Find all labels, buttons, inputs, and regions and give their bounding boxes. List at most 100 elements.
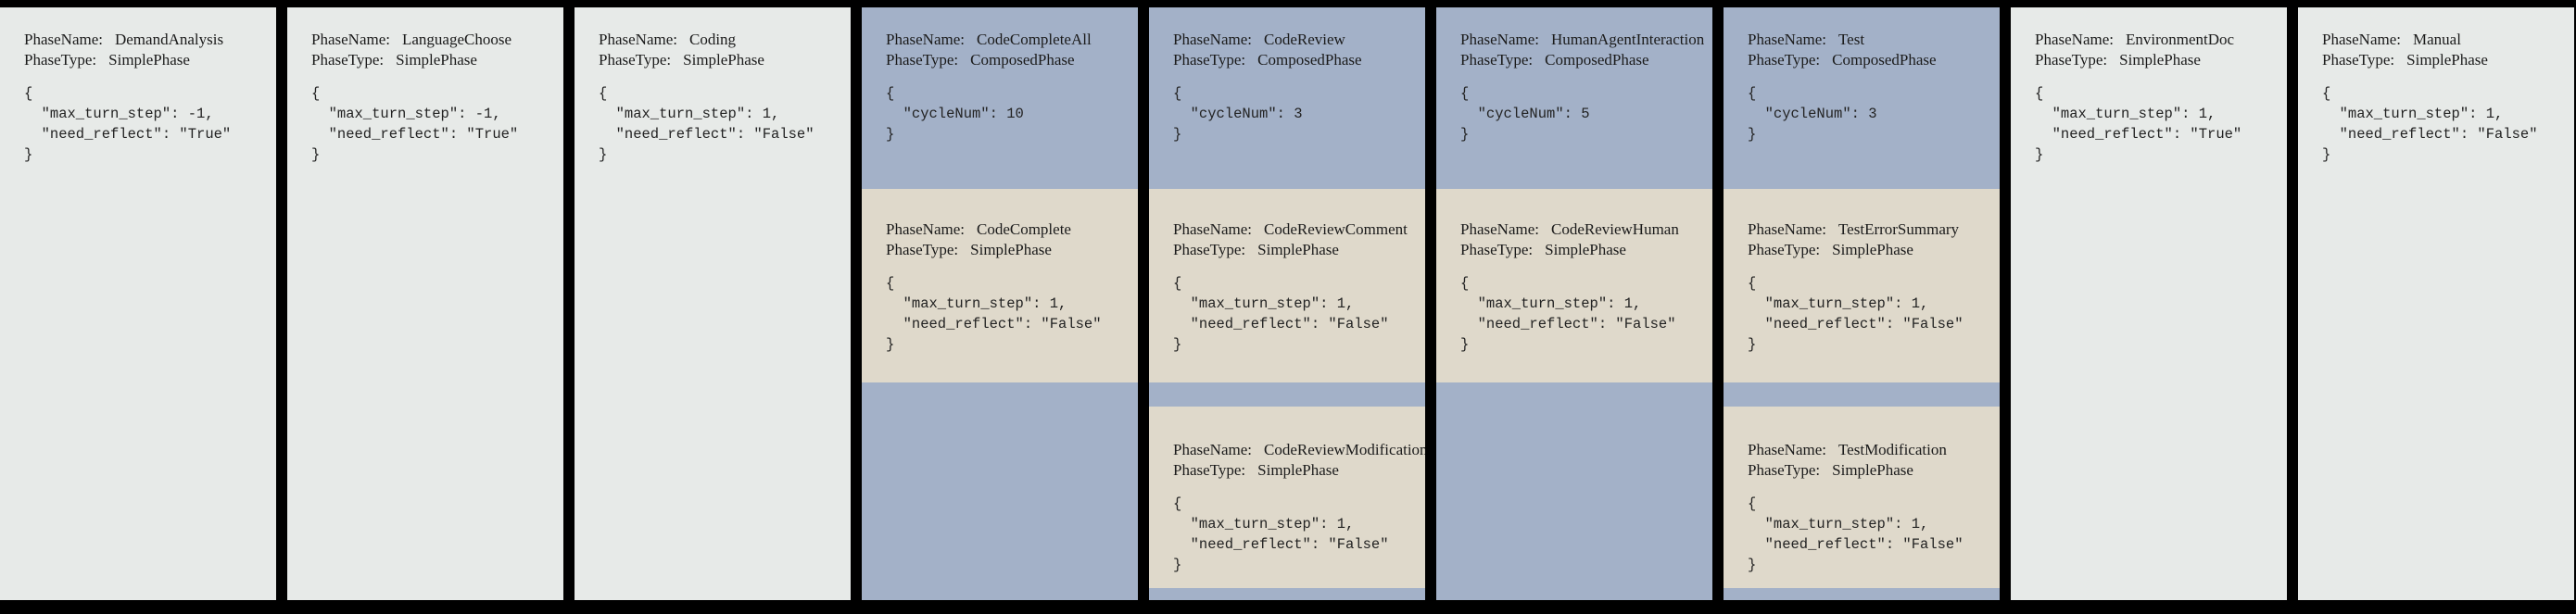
phase-name-value: LanguageChoose [401,31,512,48]
phase-config-json: { "max_turn_step": -1, "need_reflect": "… [24,85,232,163]
phase-config-json: { "max_turn_step": 1, "need_reflect": "F… [1748,495,1964,573]
phase-name-value: Coding [688,31,737,48]
phase-config-json: { "cycleNum": 5 } [1460,85,1590,143]
phase-type-value: SimplePhase [1257,461,1339,479]
phase-column-environment-doc: PhaseName:EnvironmentDoc PhaseType:Simpl… [2011,7,2287,600]
phase-name-row: PhaseName:CodeReviewModification [1173,440,1425,460]
phase-type-row: PhaseType:SimplePhase [1748,460,1976,481]
phase-card-code-complete-all: PhaseName:CodeCompleteAll PhaseType:Comp… [862,7,1138,189]
phase-name-label: PhaseName: [1173,31,1252,48]
phase-type-value: SimplePhase [1832,241,1913,258]
phase-card-code-review: PhaseName: CodeReview PhaseType: ComposedP… [1149,7,1425,189]
subphase-divider [1724,382,2000,407]
phase-name-label: PhaseName: [599,31,677,48]
composed-phase-filler [862,382,1138,600]
phase-type-label: PhaseType: [886,241,959,258]
phase-name-value: CodeComplete [976,220,1071,238]
phase-column-demand-analysis: PhaseName: DemandAnalysis PhaseType: Simpl… [0,7,276,600]
phase-name-label: PhaseName: [1173,220,1252,238]
phase-type-row: PhaseType: ComposedPhase [1173,50,1401,70]
phase-card-test: PhaseName:Test PhaseType: ComposedPhase {… [1724,7,2000,189]
subphase-card-code-review-human: PhaseName: CodeReviewHuman PhaseType:Simp… [1436,189,1712,382]
phase-type-row: PhaseType: SimplePhase [1173,460,1401,481]
phase-column-code-complete-all: PhaseName:CodeCompleteAll PhaseType:Comp… [862,7,1138,600]
phase-type-value: SimplePhase [1257,241,1339,258]
phase-card-human-agent-interaction: PhaseName:HumanAgentInteraction PhaseTyp… [1436,7,1712,189]
phase-name-row: PhaseName: CodeReview [1173,30,1401,50]
phase-name-label: PhaseName: [1460,220,1539,238]
composed-phase-filler [1436,382,1712,600]
phase-name-value: CodeReviewModification [1263,441,1425,458]
phase-config-json: { "max_turn_step": 1, "need_reflect": "F… [2322,85,2538,163]
phase-column-code-review: PhaseName: CodeReview PhaseType: ComposedP… [1149,7,1425,600]
phase-name-value: Manual [2412,31,2461,48]
phase-config-json: { "max_turn_step": 1, "need_reflect": "F… [1748,275,1964,353]
phase-name-row: PhaseName:Test [1748,30,1976,50]
phase-name-label: PhaseName: [1748,441,1826,458]
phase-type-value: ComposedPhase [970,51,1075,69]
phase-type-value: ComposedPhase [1257,51,1362,69]
phase-type-value: ComposedPhase [1832,51,1937,69]
composed-phase-filler [1149,588,1425,600]
phase-name-label: PhaseName: [24,31,103,48]
phase-name-label: PhaseName: [1460,31,1539,48]
phase-name-label: PhaseName: [2035,31,2114,48]
phase-name-row: PhaseName: Manual [2322,30,2550,50]
phase-name-row: PhaseName: CodeComplete [886,219,1114,240]
phase-type-row: PhaseType: SimplePhase [1173,240,1401,260]
phase-type-row: PhaseType: SimplePhase [886,240,1114,260]
subphase-card-code-review-comment: PhaseName:CodeReviewComment PhaseType:Si… [1149,189,1425,382]
phase-type-label: PhaseType: [1173,461,1246,479]
phase-type-row: PhaseType:SimplePhase [311,50,539,70]
phase-type-label: PhaseType: [24,51,97,69]
phase-name-value: CodeReview [1263,31,1345,48]
phase-config-json: { "cycleNum": 10 } [886,85,1024,143]
phase-type-label: PhaseType: [1173,51,1246,69]
phase-config-json: { "cycleNum": 3 } [1748,85,1877,143]
phase-column-human-agent-interaction: PhaseName:HumanAgentInteraction PhaseTyp… [1436,7,1712,600]
phase-type-value: ComposedPhase [1545,51,1649,69]
phase-type-value: SimplePhase [2406,51,2488,69]
phase-type-label: PhaseType: [1460,51,1534,69]
phase-config-json: { "max_turn_step": 1, "need_reflect": "F… [1173,275,1389,353]
phase-name-row: PhaseName:TestErrorSummary [1748,219,1976,240]
phase-config-json: { "max_turn_step": -1, "need_reflect": "… [311,85,519,163]
phase-config-json: { "cycleNum": 3 } [1173,85,1303,143]
phase-card-manual: PhaseName: Manual PhaseType: SimplePhase {… [2298,7,2574,165]
subphase-card-test-error-summary: PhaseName:TestErrorSummary PhaseType:Sim… [1724,189,2000,382]
phase-type-label: PhaseType: [1748,51,1821,69]
phase-name-label: PhaseName: [886,220,965,238]
phase-type-label: PhaseType: [599,51,672,69]
subphase-card-code-review-modification: PhaseName:CodeReviewModification PhaseTy… [1149,407,1425,588]
phase-card-coding: PhaseName:Coding PhaseType:SimplePhase {… [575,7,851,165]
subphase-card-code-complete: PhaseName: CodeComplete PhaseType: SimpleP… [862,189,1138,382]
phase-type-value: SimplePhase [1545,241,1626,258]
phase-type-value: SimplePhase [683,51,764,69]
phase-type-row: PhaseType: SimplePhase [2322,50,2550,70]
phase-name-row: PhaseName:EnvironmentDoc [2035,30,2263,50]
phase-name-value: DemandAnalysis [114,31,224,48]
phase-name-row: PhaseName:HumanAgentInteraction [1460,30,1704,50]
phase-type-label: PhaseType: [2322,51,2395,69]
phase-name-row: PhaseName: CodeReviewHuman [1460,219,1688,240]
phase-name-label: PhaseName: [311,31,390,48]
phase-type-label: PhaseType: [1748,461,1821,479]
phase-type-row: PhaseType: ComposedPhase [1748,50,1976,70]
phase-type-row: PhaseType:SimplePhase [1748,240,1976,260]
phase-config-json: { "max_turn_step": 1, "need_reflect": "T… [2035,85,2242,163]
phase-name-label: PhaseName: [2322,31,2401,48]
composed-phase-filler [1724,588,2000,600]
phase-name-value: Test [1837,31,1865,48]
phase-type-value: SimplePhase [108,51,190,69]
phase-type-value: SimplePhase [970,241,1052,258]
phase-type-row: PhaseType: SimplePhase [24,50,252,70]
phase-type-label: PhaseType: [1173,241,1246,258]
phase-column-manual: PhaseName: Manual PhaseType: SimplePhase {… [2298,7,2574,600]
phase-card-environment-doc: PhaseName:EnvironmentDoc PhaseType:Simpl… [2011,7,2287,165]
phase-name-row: PhaseName: LanguageChoose [311,30,539,50]
phase-name-value: CodeReviewHuman [1550,220,1679,238]
phase-name-label: PhaseName: [886,31,965,48]
phase-name-value: TestErrorSummary [1837,220,1960,238]
phase-type-row: PhaseType:SimplePhase [1460,240,1688,260]
